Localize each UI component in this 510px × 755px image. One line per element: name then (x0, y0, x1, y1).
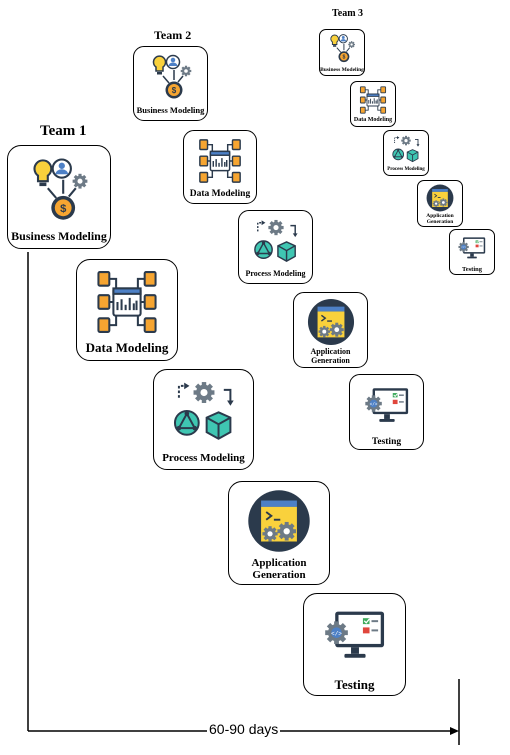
stage-label: Data Modeling (353, 117, 393, 123)
stage-label: Testing (334, 677, 375, 692)
team-3-testing-card: </> Testing (449, 229, 495, 275)
team-1-process-modeling-card: Process Modeling (153, 369, 254, 470)
stage-label: Process Modeling (245, 269, 306, 278)
svg-text:$: $ (171, 86, 176, 95)
data-modeling-icon (357, 85, 389, 115)
team-3-data-modeling-card: Data Modeling (350, 81, 396, 127)
stage-label: Testing (371, 437, 402, 447)
stage-label-line: Application Generation (426, 213, 454, 226)
stage-label: Business Modeling (320, 67, 364, 73)
svg-text:</>: </> (369, 403, 377, 408)
svg-text:$: $ (60, 203, 67, 215)
application-generation-icon (307, 298, 355, 346)
team-3-label: Team 3 (332, 8, 364, 19)
process-modeling-icon (251, 217, 301, 265)
stage-label-line: Application Generation (251, 557, 307, 582)
business-modeling-icon: $ (146, 53, 196, 103)
testing-icon: </> (322, 606, 388, 666)
process-modeling-icon (390, 134, 422, 164)
team-1-business-modeling-card: $ Business Modeling (7, 145, 111, 249)
data-modeling-icon (195, 137, 245, 185)
stage-label: Data Modeling (189, 189, 251, 199)
stage-label: Process Modeling (387, 167, 425, 172)
team-1-label: Team 1 (40, 123, 87, 139)
business-modeling-icon: $ (326, 33, 358, 65)
team-1-testing-card: </> Testing (303, 593, 406, 696)
business-modeling-icon: $ (24, 156, 94, 226)
process-modeling-icon (168, 378, 240, 444)
team-2-data-modeling-card: Data Modeling (183, 130, 257, 204)
team-2-label: Team 2 (154, 28, 192, 42)
timeline-days-label: 60-90 days (207, 721, 281, 737)
application-generation-icon (247, 489, 311, 553)
timeline-arrowhead (450, 727, 459, 735)
testing-icon: </> (457, 235, 487, 262)
team-1-application-generation-card: Application Generation (228, 481, 330, 585)
stage-label: Business Modeling (11, 229, 107, 243)
stage-label: Data Modeling (85, 340, 169, 355)
team-3-business-modeling-card: $ Business Modeling (319, 29, 365, 76)
team-3-process-modeling-card: Process Modeling (383, 130, 429, 176)
application-generation-icon (426, 184, 454, 212)
svg-text:</>: </> (461, 245, 466, 249)
team-2-testing-card: </> Testing (349, 374, 424, 450)
svg-text:$: $ (342, 55, 345, 61)
team-2-application-generation-card: Application Generation (293, 292, 368, 368)
testing-icon: </> (363, 384, 411, 428)
team-1-data-modeling-card: Data Modeling (76, 259, 178, 361)
svg-text:</>: </> (331, 630, 342, 637)
stage-label: Testing (462, 266, 482, 273)
team-3-application-generation-card: Application Generation (417, 180, 463, 227)
stage-label-line: Application Generation (310, 347, 351, 365)
data-modeling-icon (92, 268, 162, 336)
stage-label: Process Modeling (162, 452, 245, 464)
team-2-business-modeling-card: $ Business Modeling (133, 46, 208, 121)
stage-label: Business Modeling (136, 105, 205, 115)
team-2-process-modeling-card: Process Modeling (238, 210, 313, 284)
